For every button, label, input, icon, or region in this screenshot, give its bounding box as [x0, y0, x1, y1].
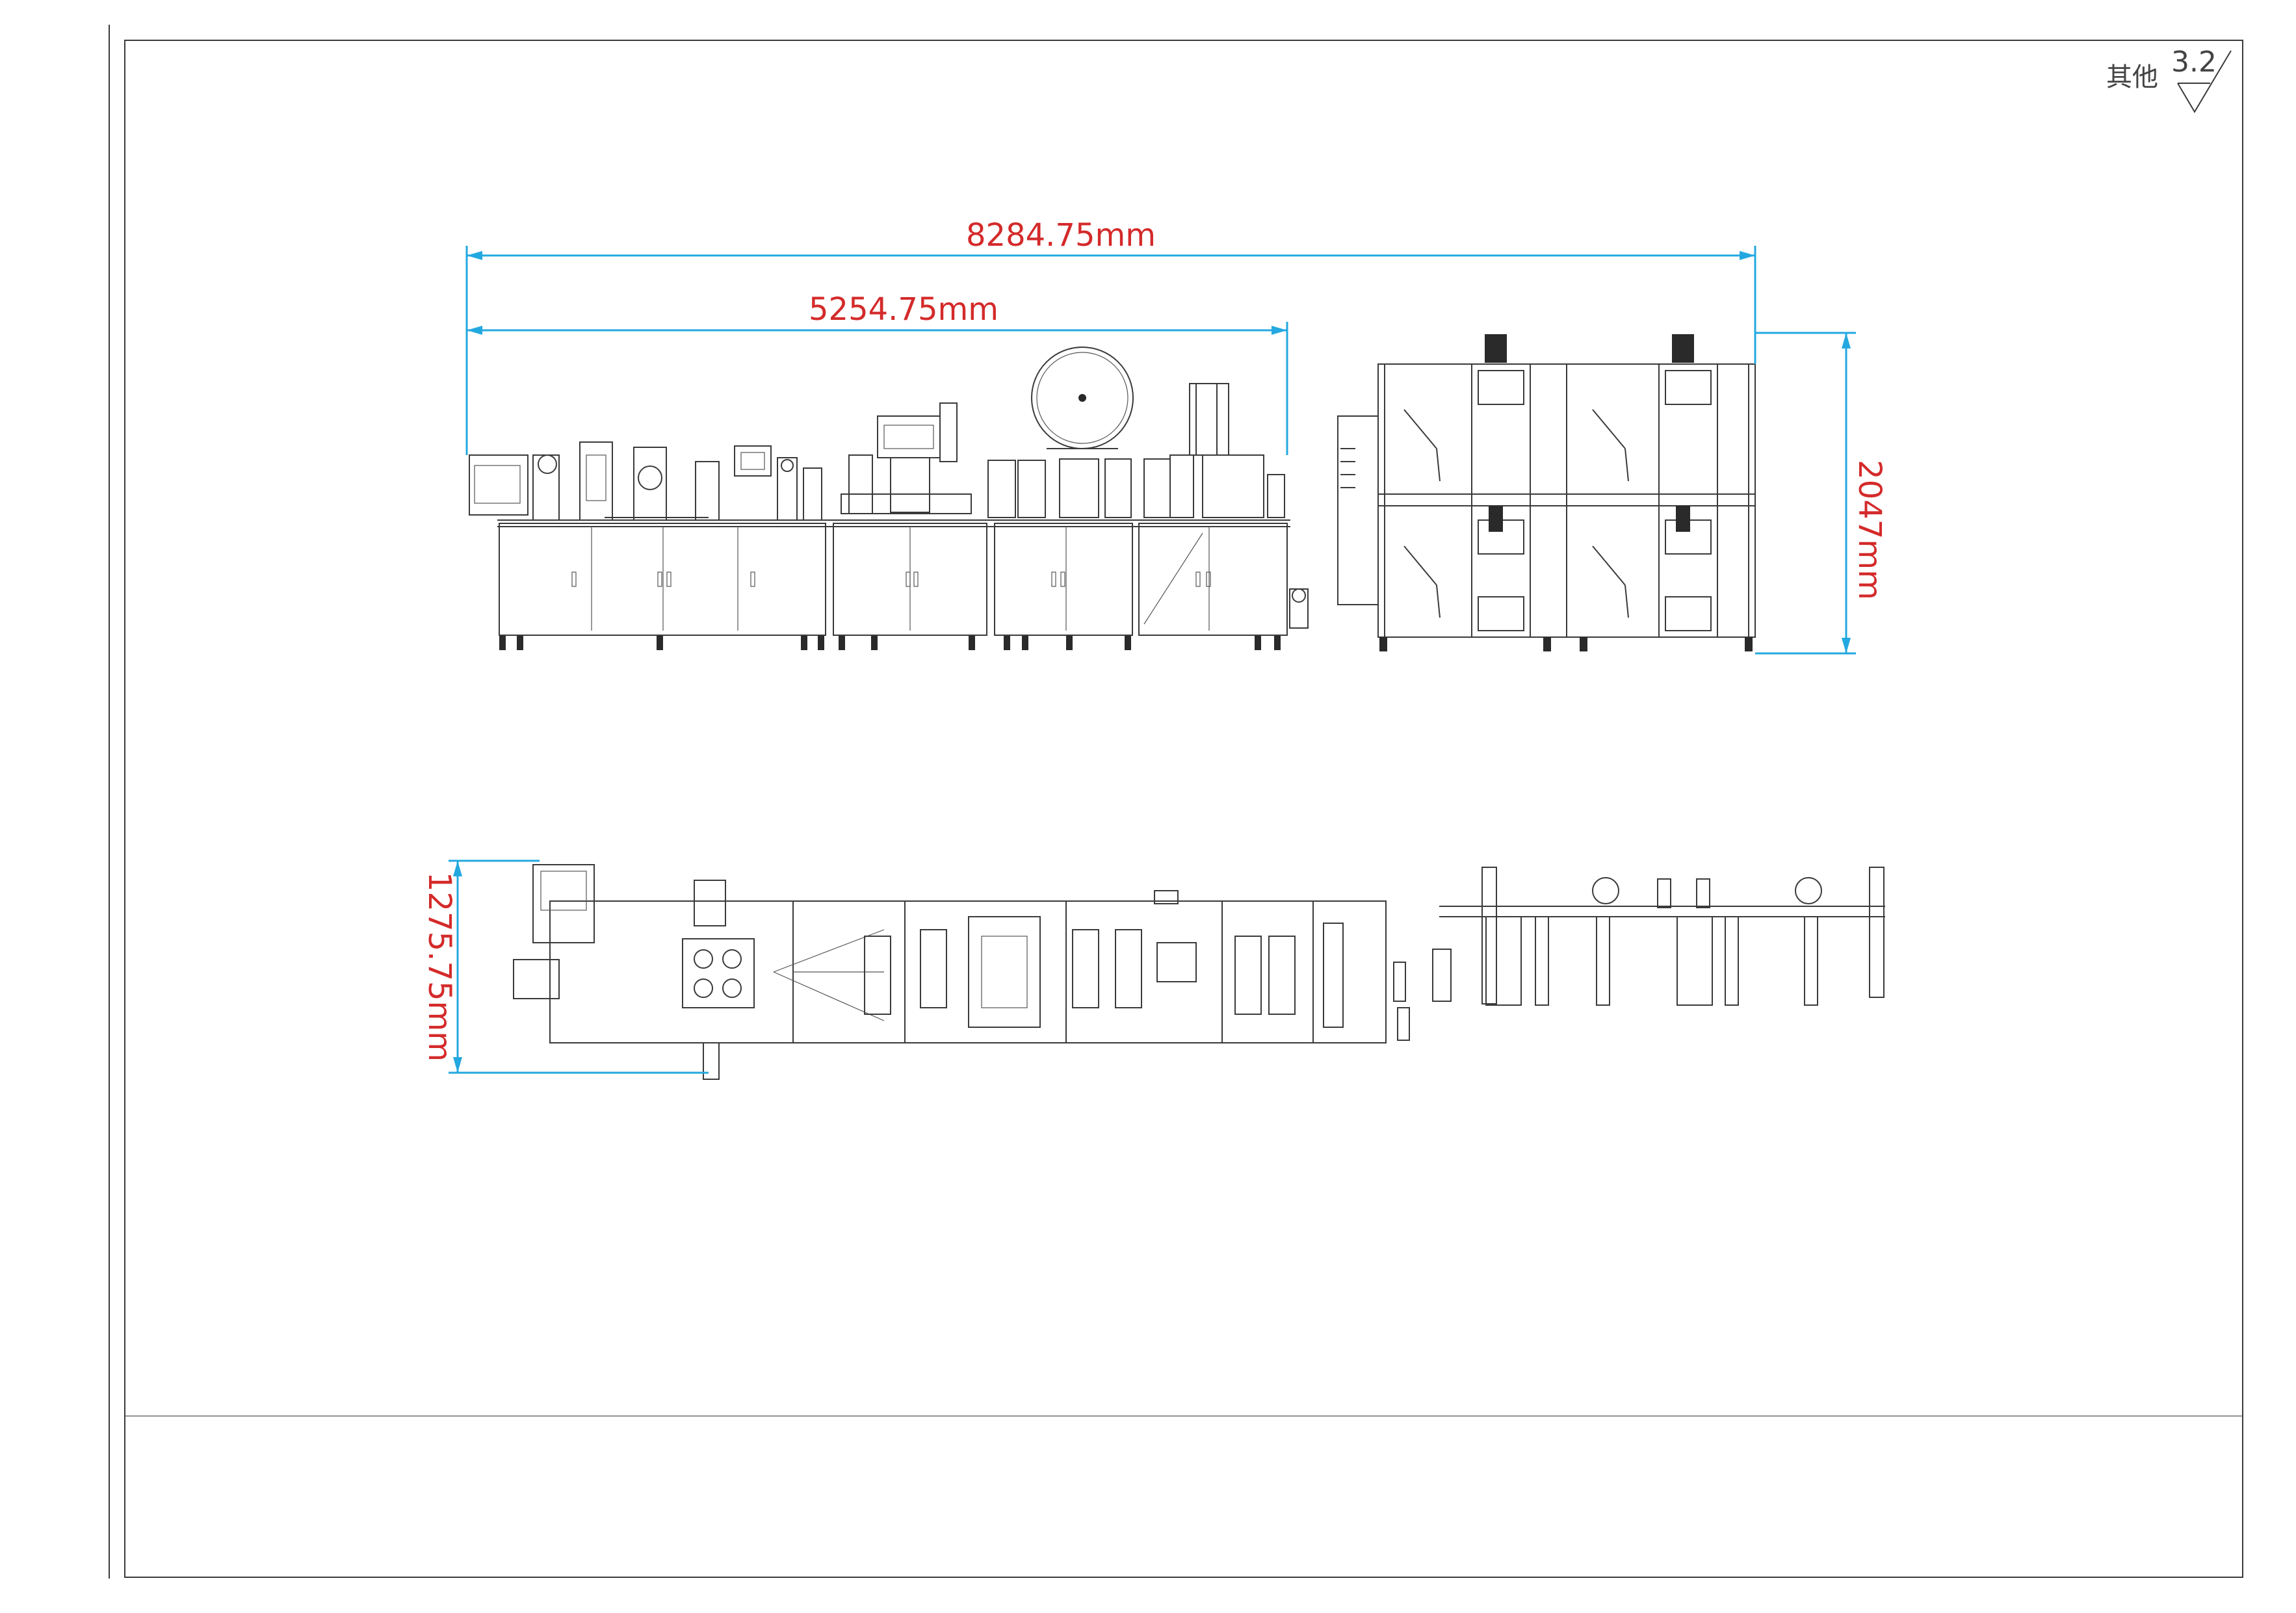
arrow-up-icon — [453, 861, 462, 876]
arrow-right-icon — [1272, 326, 1287, 335]
cabinet-3 — [994, 523, 1133, 636]
motor-block — [532, 864, 595, 943]
machine-feet — [499, 636, 1281, 650]
dimension-width: 1275.75mm — [421, 859, 709, 1074]
dimension-height: 2047mm — [1755, 332, 1888, 655]
top-view-unwinder — [1432, 867, 1885, 1006]
arrow-right-icon — [1740, 251, 1755, 260]
arrow-down-icon — [1842, 638, 1851, 653]
sheet-frame — [109, 25, 2243, 1579]
upper-mechanisms — [469, 347, 1285, 521]
height-label: 2047mm — [1851, 460, 1888, 600]
total-length-label: 8284.75mm — [966, 217, 1156, 254]
roughness-value: 3.2 — [2171, 46, 2217, 79]
roughness-check-icon — [2177, 50, 2232, 113]
dimension-main-length: 5254.75mm — [467, 291, 1288, 455]
roughness-label: 其他 — [2106, 62, 2158, 92]
dimension-total-length: 8284.75mm — [465, 217, 1756, 455]
arrow-up-icon — [1842, 333, 1851, 348]
top-view-main-line — [513, 864, 1410, 1080]
side-view-unwinder — [1337, 334, 1756, 651]
arrow-left-icon — [467, 326, 482, 335]
cabinet-2 — [833, 523, 987, 636]
arrow-down-icon — [453, 1057, 462, 1073]
cabinet-4 — [1138, 523, 1288, 636]
surface-roughness-symbol: 其他 3.2 — [2106, 46, 2232, 113]
cabinet-1 — [499, 523, 826, 636]
width-label: 1275.75mm — [421, 872, 458, 1062]
front-view-main-line — [469, 347, 1309, 650]
motor-icon — [1672, 334, 1694, 363]
arrow-left-icon — [467, 251, 482, 260]
motor-icon — [1485, 334, 1507, 363]
main-length-label: 5254.75mm — [809, 291, 998, 328]
